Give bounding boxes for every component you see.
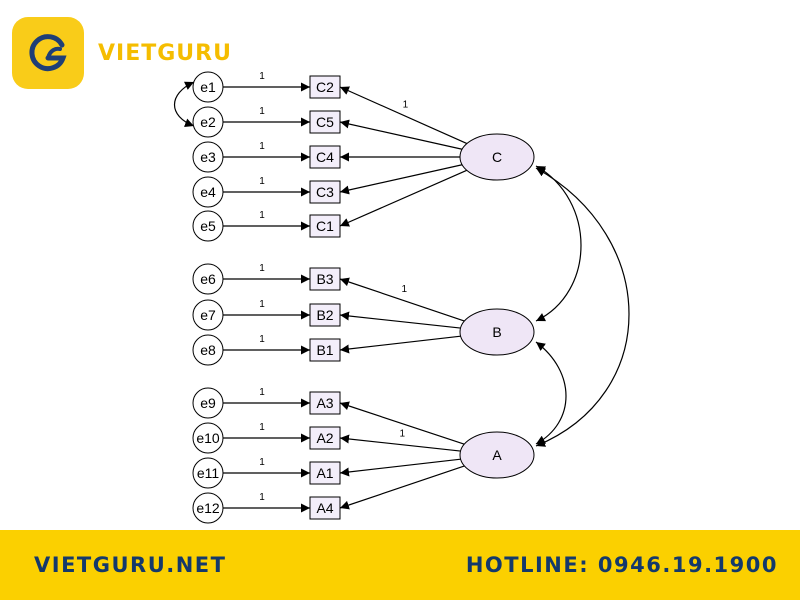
latent-label: B: [492, 324, 501, 340]
loading-weight: 1: [403, 99, 409, 110]
indicator-label: A3: [316, 395, 333, 411]
error-label: e1: [200, 79, 216, 95]
error-path-weight: 1: [259, 387, 265, 398]
covariance-C-A: [535, 167, 630, 447]
brand-name: VIETGURU: [98, 40, 232, 66]
error-label: e8: [200, 342, 216, 358]
indicator-B1: B1: [309, 338, 341, 362]
latent-label: C: [492, 149, 502, 165]
loading-B-B3: [339, 277, 465, 322]
hotline-text: HOTLINE: 0946.19.1900: [465, 553, 778, 577]
error-label: e4: [200, 184, 216, 200]
indicator-A3: A3: [309, 391, 341, 415]
indicator-A2: A2: [309, 426, 341, 450]
covariance-B-A: [535, 341, 567, 445]
error-path-weight: 1: [259, 210, 265, 221]
error-node-e2: e2: [192, 106, 224, 138]
error-node-e12: e12: [192, 492, 224, 524]
error-path-weight: 1: [259, 457, 265, 468]
error-path-weight: 1: [259, 334, 265, 345]
indicator-A1: A1: [309, 461, 341, 485]
error-node-e1: e1: [192, 71, 224, 103]
error-label: e5: [200, 218, 216, 234]
error-label: e6: [200, 271, 216, 287]
error-path-weight: 1: [259, 263, 265, 274]
footer-bar: VIETGURU.NET HOTLINE: 0946.19.1900: [0, 530, 800, 600]
indicator-label: A1: [316, 465, 333, 481]
error-node-e6: e6: [192, 263, 224, 295]
sem-path-diagram: 1 1 1 1 1 1 1 1 1 1 1 1 1 1 1 e1 e2 e3 e4 e5 e6 e7 e8 e9 e10 e11…: [174, 71, 630, 524]
indicator-label: B3: [316, 271, 333, 287]
loading-weight: 1: [399, 429, 405, 440]
error-node-e9: e9: [192, 387, 224, 419]
loading-B-B1: [339, 335, 461, 354]
error-node-e3: e3: [192, 141, 224, 173]
loading-A-A2: [339, 434, 461, 452]
indicator-label: B2: [316, 307, 333, 323]
error-node-e8: e8: [192, 334, 224, 366]
brand-header: VIETGURU: [12, 14, 252, 92]
indicator-C1: C1: [309, 214, 341, 238]
error-path-weight: 1: [259, 71, 265, 82]
loading-A-A4: [339, 465, 465, 510]
error-node-e4: e4: [192, 176, 224, 208]
error-path-weight: 1: [259, 492, 265, 503]
error-label: e3: [200, 149, 216, 165]
error-label: e7: [200, 307, 216, 323]
error-path-weight: 1: [259, 422, 265, 433]
vietguru-g-logo-icon: [12, 17, 84, 89]
indicator-label: A2: [316, 430, 333, 446]
indicator-C3: C3: [309, 180, 341, 204]
error-path-weight: 1: [259, 299, 265, 310]
indicator-label: A4: [316, 500, 333, 516]
indicator-label: C5: [316, 114, 334, 130]
indicator-B2: B2: [309, 303, 341, 327]
error-node-e11: e11: [192, 457, 224, 489]
latent-B: B: [459, 308, 535, 356]
indicator-label: B1: [316, 342, 333, 358]
covariance-C-B: [535, 165, 582, 322]
loading-C-C1: [339, 169, 468, 227]
indicator-label: C2: [316, 79, 334, 95]
latent-A: A: [459, 431, 535, 479]
error-label: e11: [197, 465, 220, 481]
error-label: e10: [196, 430, 220, 446]
loading-A-A3: [339, 401, 465, 445]
error-label: e2: [200, 114, 216, 130]
indicator-label: C1: [316, 218, 334, 234]
error-node-e10: e10: [192, 422, 224, 454]
website-link[interactable]: VIETGURU.NET: [34, 553, 227, 577]
loading-B-B2: [339, 311, 461, 329]
loading-C-C3: [339, 164, 463, 195]
error-path-weight: 1: [259, 106, 265, 117]
latent-label: A: [492, 447, 502, 463]
error-node-e5: e5: [192, 210, 224, 242]
error-node-e7: e7: [192, 299, 224, 331]
error-label: e9: [200, 395, 216, 411]
indicator-B3: B3: [309, 267, 341, 291]
loading-C-C2: [339, 86, 468, 145]
indicator-A4: A4: [309, 496, 341, 520]
indicator-label: C3: [316, 184, 334, 200]
latent-C: C: [459, 133, 535, 181]
loading-weight: 1: [401, 284, 407, 295]
indicator-C5: C5: [309, 110, 341, 134]
error-label: e12: [196, 500, 220, 516]
covariance-e1-e2: [174, 81, 195, 127]
loading-C-C5: [339, 119, 463, 150]
indicator-C2: C2: [309, 75, 341, 99]
indicator-C4: C4: [309, 145, 341, 169]
error-path-weight: 1: [259, 176, 265, 187]
indicator-label: C4: [316, 149, 334, 165]
loading-A-A1: [339, 458, 461, 477]
error-path-weight: 1: [259, 141, 265, 152]
